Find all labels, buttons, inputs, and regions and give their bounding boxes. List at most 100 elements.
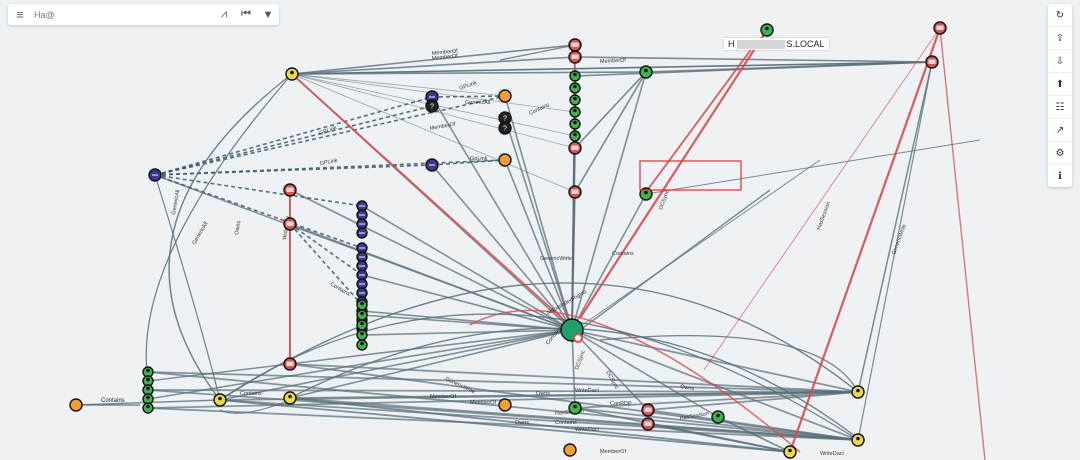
graph-edge[interactable] bbox=[574, 407, 859, 441]
graph-edge[interactable] bbox=[361, 205, 573, 331]
user-node[interactable] bbox=[711, 410, 725, 424]
computer-node[interactable] bbox=[283, 217, 297, 231]
graph-edge[interactable] bbox=[579, 29, 768, 319]
graph-edge-curved[interactable] bbox=[145, 73, 293, 381]
graph-edge[interactable] bbox=[289, 223, 363, 306]
group-node[interactable] bbox=[783, 445, 797, 459]
computer-node[interactable] bbox=[568, 141, 582, 155]
user-node[interactable] bbox=[760, 23, 774, 37]
graph-edge-curved[interactable] bbox=[154, 174, 221, 401]
graph-edge-curved[interactable] bbox=[219, 313, 859, 441]
menu-icon[interactable]: ≡ bbox=[16, 7, 24, 22]
graph-edge[interactable] bbox=[717, 416, 791, 453]
graph-edge[interactable] bbox=[571, 329, 719, 418]
domain-node[interactable] bbox=[560, 318, 584, 343]
graph-edge[interactable] bbox=[703, 27, 941, 371]
graph-edge[interactable] bbox=[939, 27, 986, 460]
computer-node[interactable] bbox=[925, 55, 939, 69]
graph-edge-curved[interactable] bbox=[219, 399, 291, 414]
computer-node[interactable] bbox=[933, 21, 947, 35]
graph-edge[interactable] bbox=[289, 223, 363, 276]
user-node[interactable] bbox=[639, 187, 653, 201]
graph-edge[interactable] bbox=[571, 71, 647, 331]
graph-edge-curved[interactable] bbox=[168, 73, 293, 401]
graph-edge[interactable] bbox=[219, 399, 791, 453]
graph-edge[interactable] bbox=[289, 363, 859, 393]
user-node[interactable] bbox=[356, 319, 368, 331]
graph-edge[interactable] bbox=[154, 105, 433, 176]
graph-edge[interactable] bbox=[289, 189, 573, 331]
graph-edge[interactable] bbox=[361, 314, 573, 331]
user-node[interactable] bbox=[569, 94, 581, 106]
graph-edge[interactable] bbox=[431, 159, 506, 166]
graph-edge[interactable] bbox=[289, 223, 573, 331]
graph-edge[interactable] bbox=[571, 329, 859, 393]
user-node[interactable] bbox=[569, 118, 581, 130]
graph-edge-curved[interactable] bbox=[219, 282, 859, 401]
graph-edge[interactable] bbox=[499, 44, 576, 61]
graph-edge[interactable] bbox=[504, 159, 573, 331]
user-node[interactable] bbox=[568, 401, 582, 415]
graph-edge[interactable] bbox=[154, 164, 433, 176]
gpo-node[interactable] bbox=[425, 158, 439, 172]
graph-edge[interactable] bbox=[431, 96, 573, 331]
user-node[interactable] bbox=[142, 393, 154, 405]
user-node[interactable] bbox=[569, 70, 581, 82]
computer-node[interactable] bbox=[641, 417, 655, 431]
graph-edge[interactable] bbox=[431, 95, 506, 98]
graph-edge[interactable] bbox=[291, 73, 506, 97]
graph-edge[interactable] bbox=[291, 61, 933, 75]
graph-edge-curved[interactable] bbox=[289, 327, 861, 441]
graph-edge[interactable] bbox=[147, 371, 859, 393]
export-button[interactable]: ⇪ bbox=[1048, 27, 1072, 50]
info-button[interactable]: ℹ bbox=[1048, 165, 1072, 187]
query-list-button[interactable]: ☷ bbox=[1048, 96, 1072, 119]
user-node[interactable] bbox=[142, 402, 154, 414]
user-node[interactable] bbox=[639, 65, 653, 79]
graph-edge[interactable] bbox=[291, 73, 576, 193]
user-node[interactable] bbox=[356, 299, 368, 311]
graph-edge[interactable] bbox=[289, 329, 573, 399]
graph-edge[interactable] bbox=[571, 193, 647, 331]
graph-edge[interactable] bbox=[431, 164, 573, 331]
graph-edge[interactable] bbox=[645, 139, 981, 195]
refresh-button[interactable]: ↻ bbox=[1048, 4, 1072, 27]
graph-edge[interactable] bbox=[788, 27, 942, 453]
graph-edge[interactable] bbox=[291, 44, 576, 75]
group-node[interactable] bbox=[283, 391, 297, 405]
back-icon[interactable]: ⏮ bbox=[241, 8, 251, 20]
graph-edge[interactable] bbox=[154, 95, 506, 176]
user-node[interactable] bbox=[569, 106, 581, 118]
graph-edge[interactable] bbox=[289, 397, 791, 453]
user-node[interactable] bbox=[569, 130, 581, 142]
user-node[interactable] bbox=[142, 384, 154, 396]
graph-edge[interactable] bbox=[574, 71, 647, 149]
graph-edge[interactable] bbox=[147, 407, 859, 441]
ou-node[interactable] bbox=[498, 398, 512, 412]
computer-node[interactable] bbox=[283, 183, 297, 197]
graph-edge[interactable] bbox=[154, 96, 433, 176]
group-node[interactable] bbox=[285, 67, 299, 81]
graph-edge[interactable] bbox=[291, 71, 647, 75]
graph-edge[interactable] bbox=[147, 389, 859, 393]
graph-edge[interactable] bbox=[571, 123, 576, 331]
graph-edge[interactable] bbox=[504, 117, 573, 331]
graph-edge[interactable] bbox=[147, 389, 859, 441]
gpo-node[interactable] bbox=[148, 168, 162, 182]
user-node[interactable] bbox=[569, 82, 581, 94]
graph-edge[interactable] bbox=[291, 73, 576, 331]
graph-edge[interactable] bbox=[147, 329, 573, 400]
graph-edge[interactable] bbox=[504, 95, 573, 331]
group-node[interactable] bbox=[851, 385, 865, 399]
computer-node[interactable] bbox=[283, 357, 297, 371]
group-node[interactable] bbox=[213, 393, 227, 407]
gpo-node[interactable] bbox=[356, 227, 368, 239]
graph-edge[interactable] bbox=[361, 274, 573, 331]
ou-node[interactable] bbox=[498, 153, 512, 167]
graph-edge[interactable] bbox=[647, 423, 791, 453]
user-node[interactable] bbox=[356, 339, 368, 351]
unknown-node[interactable]: ? bbox=[498, 121, 512, 135]
unknown-node[interactable]: ? bbox=[425, 99, 439, 113]
stats-button[interactable]: ↗ bbox=[1048, 119, 1072, 142]
settings-button[interactable]: ⚙ bbox=[1048, 142, 1072, 165]
